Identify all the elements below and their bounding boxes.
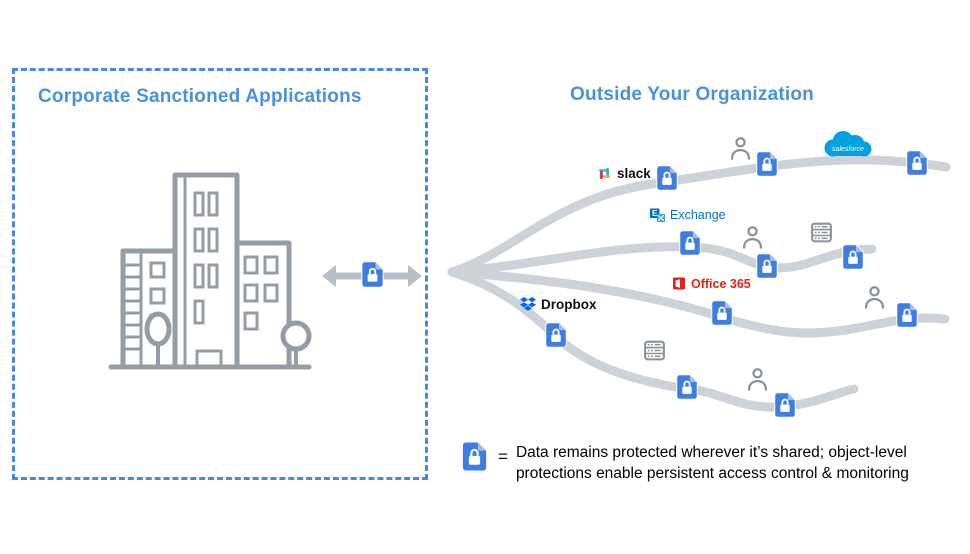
protected-doc-icon xyxy=(543,322,569,348)
protected-doc-icon xyxy=(459,441,490,472)
slack-label: slack xyxy=(617,166,651,181)
corporate-boundary-box: Corporate Sanctioned Applications xyxy=(12,68,428,480)
right-panel-title: Outside Your Organization xyxy=(570,84,814,105)
protected-doc-icon xyxy=(709,300,735,326)
building-icon xyxy=(108,172,312,370)
exchange-logo-icon: E xyxy=(650,208,665,222)
protected-doc-icon xyxy=(677,230,703,256)
protected-doc-icon xyxy=(904,150,930,176)
legend-line-1: Data remains protected wherever it’s sha… xyxy=(515,444,907,461)
legend-equals: = xyxy=(498,447,508,466)
server-icon xyxy=(642,338,667,363)
left-panel-title: Corporate Sanctioned Applications xyxy=(38,86,362,107)
dropbox-logo-icon xyxy=(520,297,536,311)
office365-label: Office 365 xyxy=(691,276,751,291)
protected-doc-icon xyxy=(674,374,700,400)
protected-doc-icon xyxy=(772,392,798,418)
exchange-label: Exchange xyxy=(670,207,726,222)
person-icon xyxy=(727,135,754,162)
service-office365: Office 365 xyxy=(672,276,751,291)
service-slack: slack xyxy=(597,166,651,181)
protected-doc-icon xyxy=(754,151,780,177)
legend-text: Data remains protected wherever it’s sha… xyxy=(516,442,909,484)
salesforce-logo-icon: salesforce xyxy=(824,131,872,157)
protected-doc-icon xyxy=(894,302,920,328)
legend: = Data remains protected wherever it’s s… xyxy=(459,441,909,484)
server-icon xyxy=(809,220,834,245)
protected-doc-icon xyxy=(654,165,680,191)
office365-logo-icon xyxy=(673,277,685,290)
person-icon xyxy=(861,284,888,311)
legend-line-2: protections enable persistent access con… xyxy=(515,465,909,482)
protected-doc-icon xyxy=(840,244,866,270)
protected-doc-icon xyxy=(754,253,780,279)
protected-doc-icon xyxy=(359,261,386,288)
flow-branch-exchange xyxy=(447,242,877,277)
person-icon xyxy=(744,366,771,393)
person-icon xyxy=(739,224,766,251)
service-exchange: E Exchange xyxy=(650,207,726,222)
slack-logo-icon xyxy=(599,168,610,179)
dropbox-label: Dropbox xyxy=(541,297,597,312)
salesforce-label: salesforce xyxy=(832,146,864,153)
service-dropbox: Dropbox xyxy=(520,297,597,312)
